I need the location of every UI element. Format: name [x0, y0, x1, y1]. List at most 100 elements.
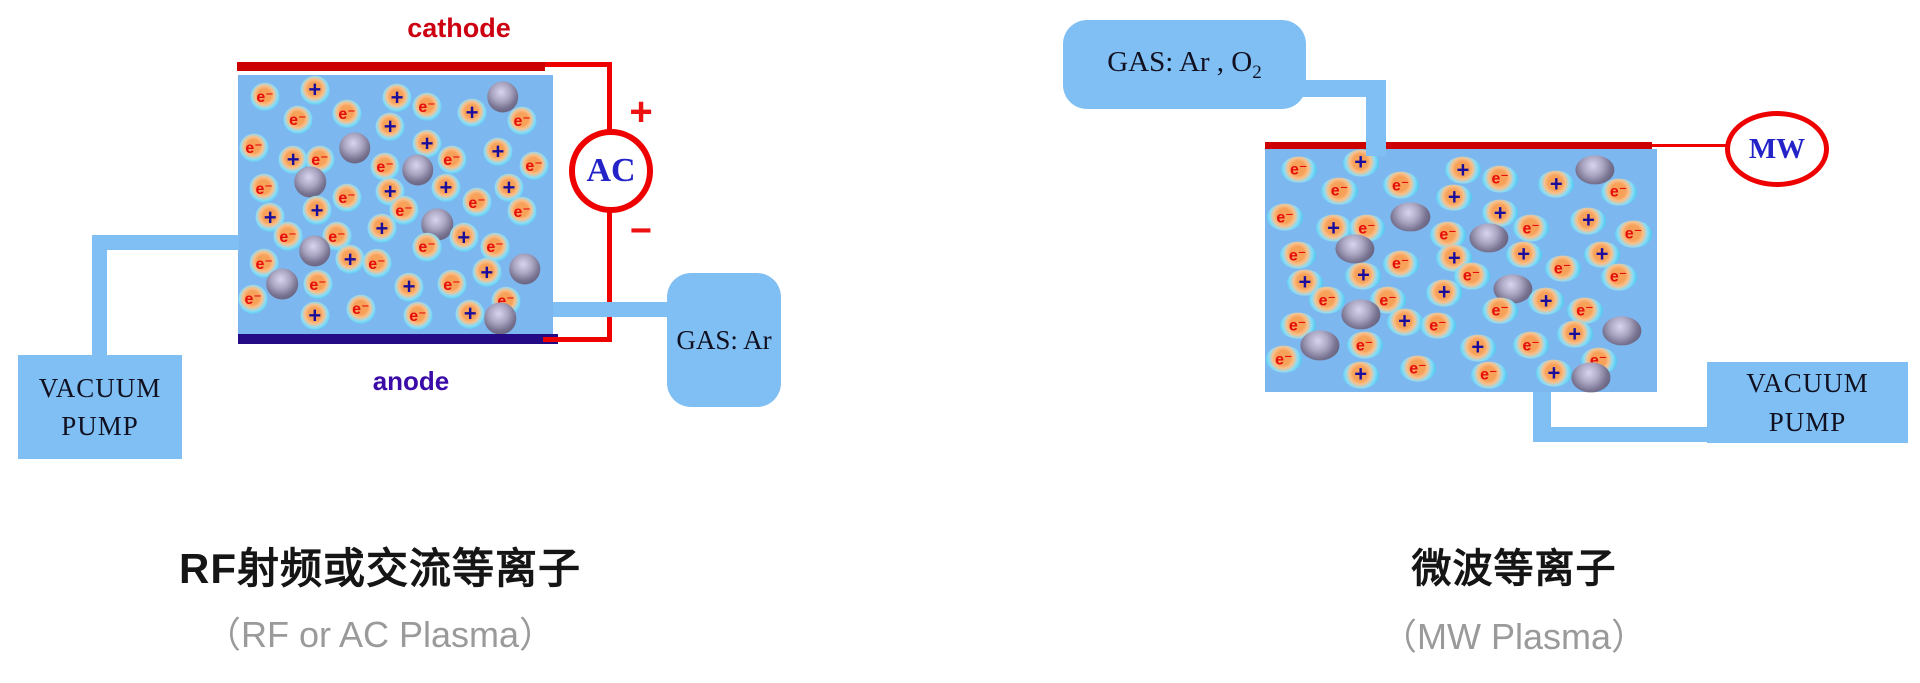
- wire-anode-to-ac: [543, 337, 612, 342]
- neutral-particle: [484, 302, 516, 334]
- ion-particle: +: [1436, 184, 1473, 211]
- ion-particle: +: [412, 129, 442, 158]
- ion-particle: +: [455, 299, 485, 329]
- gas-pipe-left: [553, 302, 669, 317]
- ion-particle: +: [335, 245, 365, 274]
- electron-particle: e⁻: [1279, 242, 1316, 269]
- ion-particle: +: [449, 223, 479, 252]
- electron-particle: e⁻: [1615, 220, 1652, 248]
- electron-particle: e⁻: [1346, 331, 1383, 359]
- electron-particle: e⁻: [238, 284, 268, 314]
- vacuum-pump-line2: PUMP: [61, 411, 139, 441]
- electron-particle: e⁻: [362, 249, 392, 278]
- ion-particle: +: [302, 196, 332, 225]
- wire-electrode-to-mw: [1650, 144, 1727, 147]
- caption-chinese-right: 微波等离子: [1411, 547, 1617, 591]
- ion-particle: +: [457, 98, 487, 128]
- neutral-particle: [294, 166, 326, 198]
- electron-particle: e⁻: [273, 222, 303, 251]
- neutral-particle: [1575, 155, 1615, 185]
- ion-particle: +: [300, 75, 330, 105]
- vacuum-pump-line1: VACUUM: [38, 372, 162, 403]
- electron-particle: e⁻: [346, 294, 376, 324]
- electron-particle: e⁻: [1482, 165, 1519, 193]
- neutral-particle: [402, 153, 434, 186]
- electron-particle: e⁻: [1280, 156, 1317, 183]
- gas-pipe-vertical-right: [1366, 80, 1386, 156]
- electron-particle: e⁻: [507, 106, 537, 136]
- electron-particle: e⁻: [1513, 215, 1550, 242]
- ion-particle: +: [1342, 361, 1379, 389]
- electron-particle: e⁻: [1600, 263, 1637, 291]
- wire-vertical-bottom: [607, 209, 612, 342]
- ion-particle: +: [1482, 200, 1519, 227]
- neutral-particle: [339, 132, 371, 164]
- electron-particle: e⁻: [370, 152, 400, 181]
- electron-particle: e⁻: [332, 99, 362, 129]
- electron-particle: e⁻: [1419, 312, 1456, 340]
- electron-particle: e⁻: [1482, 297, 1519, 324]
- vacuum-pipe-vertical-left: [92, 235, 107, 356]
- ion-particle: +: [472, 258, 502, 287]
- ion-particle: +: [394, 272, 424, 302]
- ion-particle: +: [431, 173, 461, 202]
- mw-electrode-bar: [1265, 142, 1652, 149]
- cathode-label: cathode: [407, 13, 511, 43]
- plasma-chamber-right: e⁻++e⁻+e⁻e⁻e⁻+e⁻+++e⁻e⁻e⁻e⁻e⁻+e⁻++e⁻+e⁻e…: [1265, 149, 1657, 392]
- ion-particle: +: [483, 137, 513, 166]
- ion-particle: +: [1459, 334, 1496, 362]
- ion-particle: +: [1538, 171, 1575, 198]
- ion-particle: +: [1528, 288, 1565, 315]
- caption-chinese-left: RF射频或交流等离子: [179, 545, 581, 592]
- anode-label: anode: [372, 366, 450, 396]
- electron-particle: e⁻: [249, 174, 279, 203]
- electron-particle: e⁻: [1382, 250, 1419, 278]
- electron-particle: e⁻: [1430, 221, 1467, 249]
- electron-particle: e⁻: [1321, 177, 1358, 205]
- caption-english-left: （RF or AC Plasma）: [204, 614, 556, 655]
- electron-particle: e⁻: [412, 92, 442, 122]
- ion-particle: +: [1556, 320, 1593, 348]
- ac-source-label: AC: [586, 152, 636, 189]
- vacuum-pipe-horizontal-left: [92, 235, 239, 250]
- ion-particle: +: [1345, 262, 1382, 290]
- electron-particle: e⁻: [1266, 203, 1304, 231]
- electron-particle: e⁻: [1382, 172, 1419, 199]
- ion-particle: +: [1386, 308, 1423, 336]
- ion-particle: +: [494, 173, 524, 202]
- electron-particle: e⁻: [1513, 331, 1550, 359]
- electron-particle: e⁻: [1580, 347, 1617, 375]
- gas-label-left: GAS: Ar: [676, 324, 772, 355]
- neutral-particle: [1469, 223, 1509, 253]
- electron-particle: e⁻: [1544, 255, 1581, 282]
- plasma-chamber-left: e⁻++e⁻+e⁻e⁻e⁻+e⁻+++e⁻e⁻e⁻e⁻e⁻+e⁻++e⁻+e⁻e…: [238, 75, 553, 334]
- neutral-particle: [266, 268, 298, 300]
- vacuum-pump-line1: VACUUM: [1746, 368, 1869, 399]
- anode-electrode-bar: [238, 334, 558, 344]
- ion-particle: +: [382, 83, 412, 113]
- mw-source-label: MW: [1748, 132, 1806, 165]
- electron-particle: e⁻: [283, 105, 313, 135]
- neutral-particle: [487, 81, 519, 113]
- electron-particle: e⁻: [480, 232, 510, 262]
- wire-vertical-top: [607, 64, 612, 132]
- ion-particle: +: [1535, 359, 1572, 387]
- electron-particle: e⁻: [303, 270, 333, 299]
- vacuum-pump-box-left: VACUUM PUMP: [18, 355, 182, 459]
- ion-particle: +: [375, 112, 405, 142]
- electron-particle: e⁻: [332, 183, 362, 212]
- electron-particle: e⁻: [1453, 262, 1490, 290]
- electron-particle: e⁻: [1265, 345, 1302, 373]
- minus-sign: −: [629, 210, 653, 252]
- ion-particle: +: [1444, 157, 1481, 184]
- gas-pipe-horizontal-right: [1303, 80, 1386, 97]
- electron-particle: e⁻: [437, 145, 467, 174]
- ion-particle: +: [1570, 207, 1607, 235]
- electron-particle: e⁻: [403, 301, 433, 331]
- neutral-particle: [299, 235, 331, 267]
- neutral-particle: [1335, 234, 1375, 264]
- vacuum-pump-box-right: VACUUM PUMP: [1707, 362, 1908, 443]
- caption-english-right: （MW Plasma）: [1380, 616, 1647, 657]
- mw-power-source: MW: [1725, 111, 1829, 187]
